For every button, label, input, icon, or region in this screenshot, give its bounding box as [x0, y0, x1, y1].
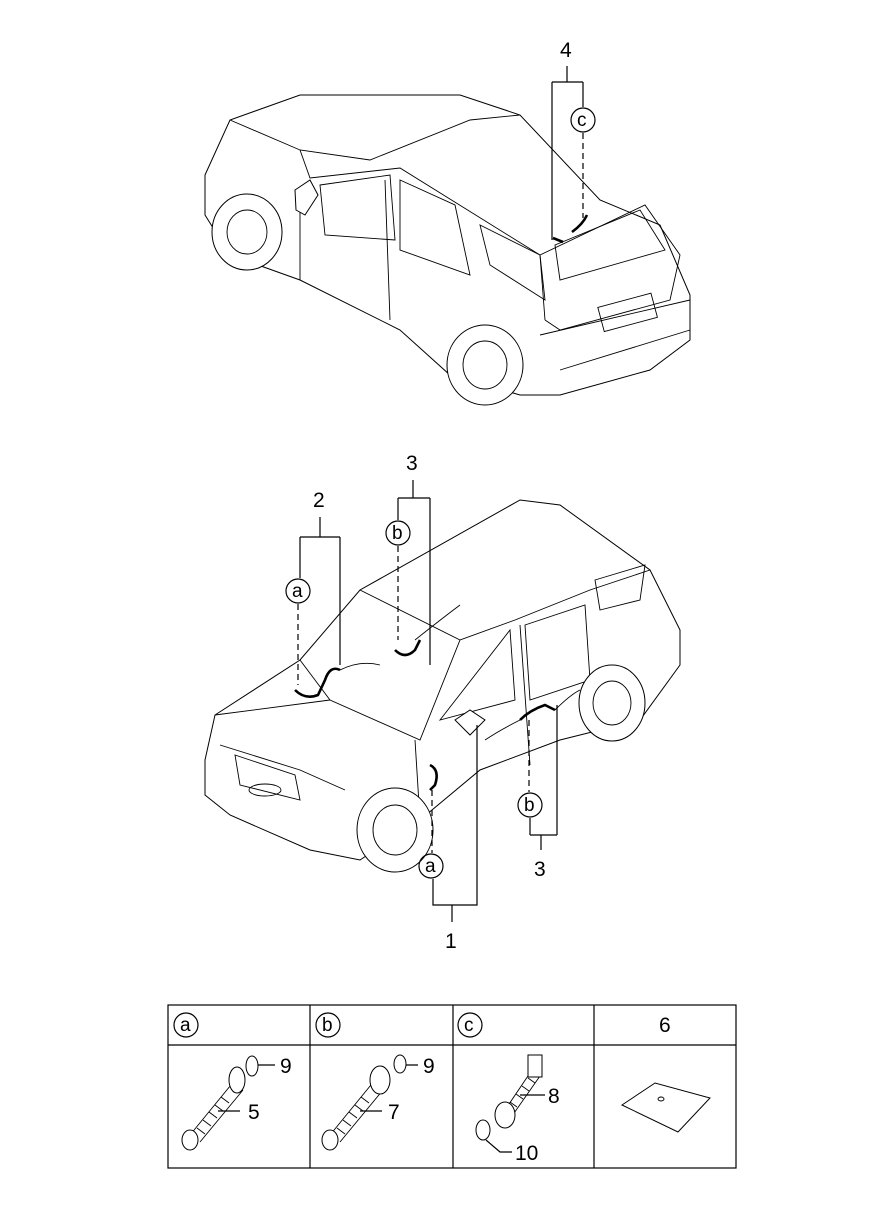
harness-2	[294, 667, 341, 698]
callout-4: 4 c	[551, 39, 596, 240]
part-number-4: 4	[560, 39, 572, 62]
part-number-3-door: 3	[534, 858, 546, 881]
part-label-5: 5	[248, 1101, 260, 1124]
table-header-a: a	[180, 1015, 191, 1036]
table-header-b: b	[322, 1015, 333, 1036]
front-car-illustration	[204, 499, 681, 873]
callout-1: a 1	[418, 725, 478, 953]
part-number-3-roof: 3	[406, 452, 418, 475]
grommet-part-7-illustration	[321, 1054, 407, 1151]
ref-letter-a-door: a	[425, 856, 436, 877]
top-car-illustration	[204, 94, 691, 406]
pad-part-6-illustration	[620, 1082, 711, 1133]
grommet-part-5-illustration	[181, 1055, 259, 1151]
part-label-9b: 9	[423, 1055, 435, 1078]
table-header-c: c	[464, 1015, 474, 1036]
callout-3-roof: 3 b	[385, 452, 431, 665]
grommet-part-8-illustration	[475, 1054, 543, 1141]
ref-letter-c-top: c	[577, 110, 587, 131]
part-number-2: 2	[313, 489, 325, 512]
callout-2: 2 a	[285, 489, 341, 685]
table-header-6: 6	[659, 1014, 671, 1037]
part-number-1: 1	[445, 930, 457, 953]
callout-3-door: b 3	[517, 705, 558, 881]
ref-letter-a-floor: a	[292, 581, 303, 602]
ref-letter-b-door: b	[524, 795, 535, 816]
part-label-10: 10	[515, 1142, 538, 1165]
part-label-8: 8	[548, 1085, 560, 1108]
part-label-7: 7	[388, 1101, 400, 1124]
harness-4	[571, 214, 589, 234]
parts-table: a b c 6 9 5 9 7	[167, 1004, 737, 1169]
part-label-9a: 9	[280, 1055, 292, 1078]
ref-letter-b-roof: b	[392, 523, 403, 544]
